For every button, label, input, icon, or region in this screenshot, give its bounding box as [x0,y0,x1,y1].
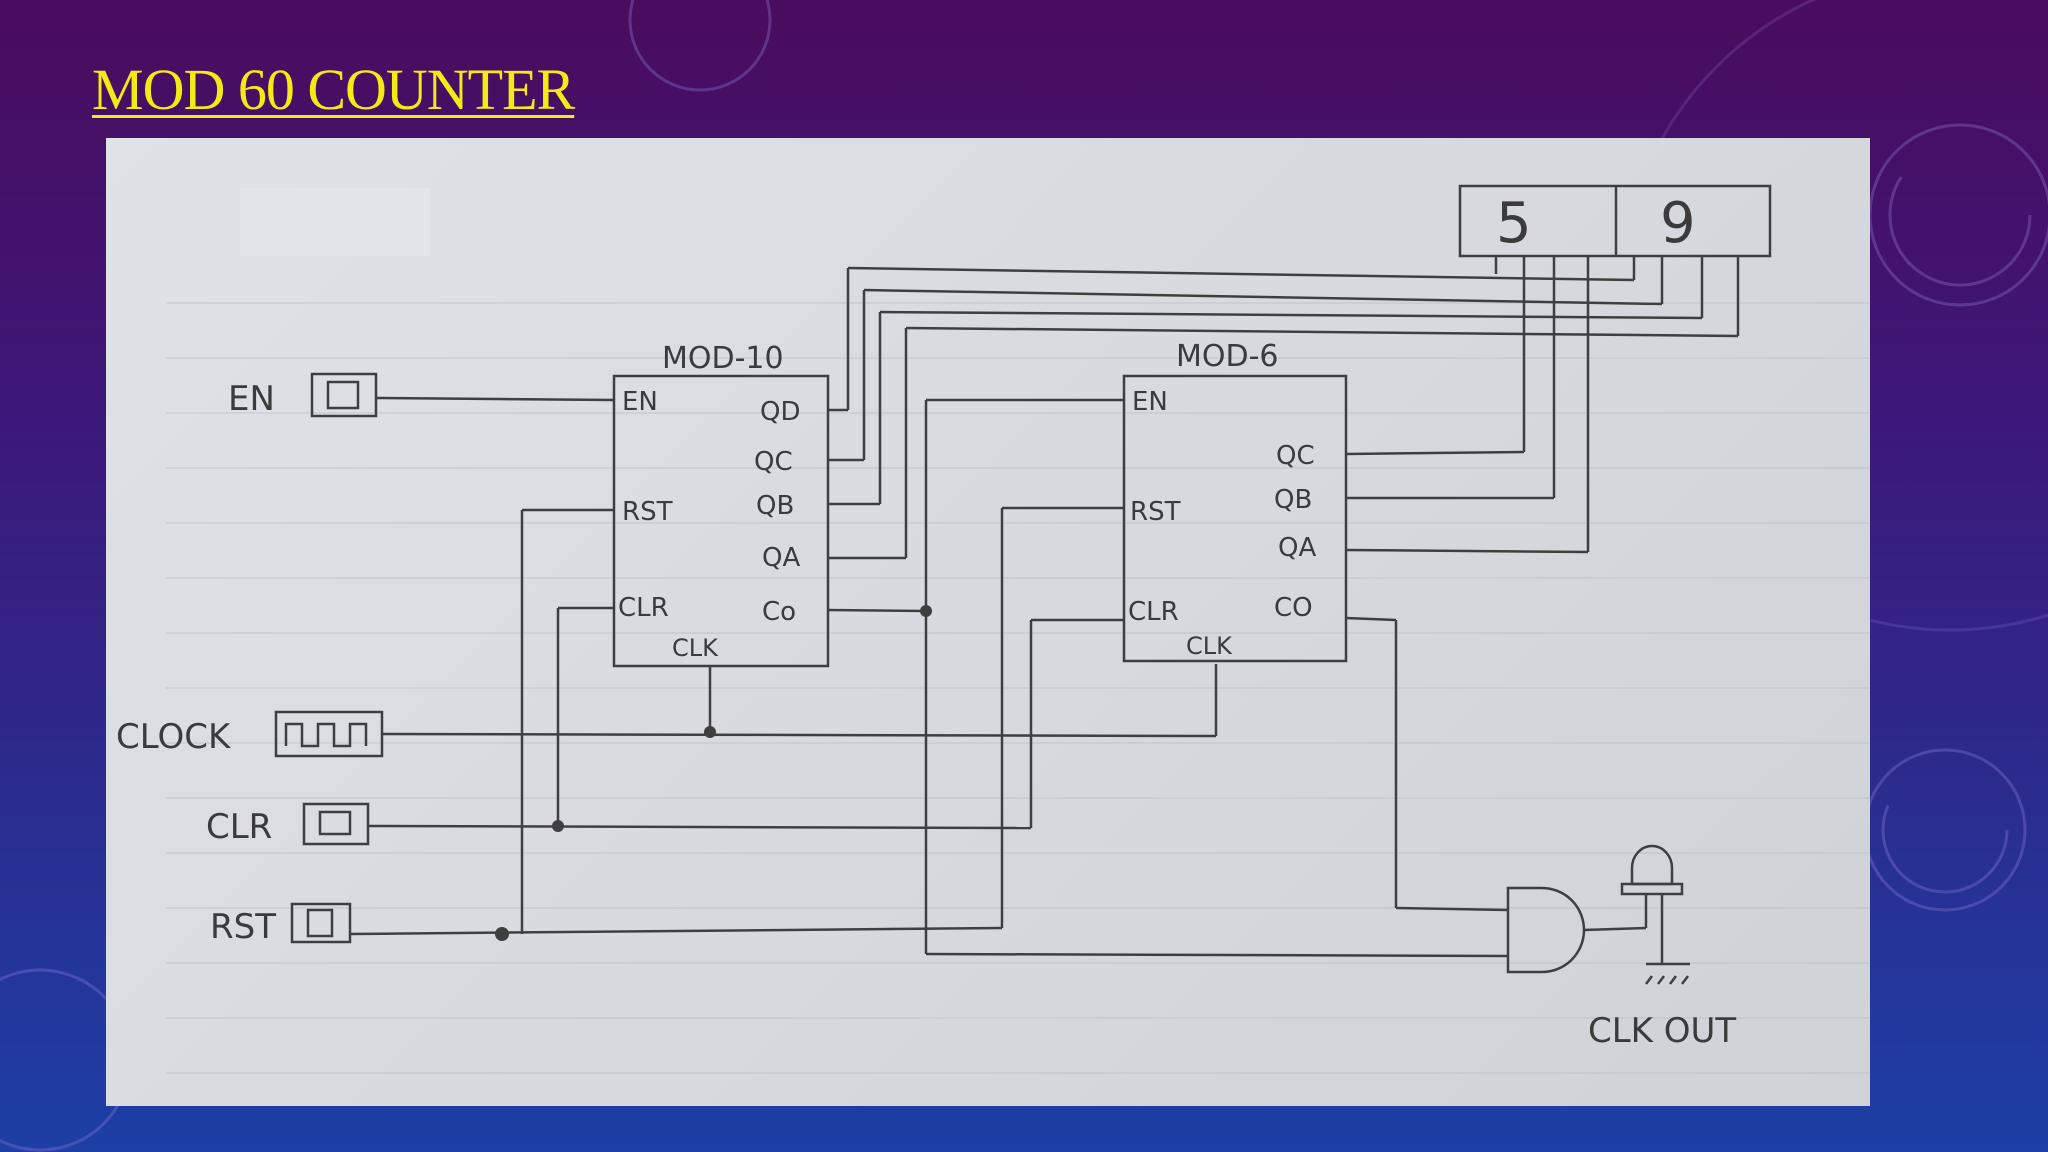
rst-input-label: RST [210,907,276,947]
en-input-label: EN [228,379,275,419]
notebook-lines [166,302,1870,1074]
mod10-pin-co: Co [762,597,796,627]
en-switch-box [310,372,378,418]
and-gate [1506,886,1586,974]
mod10-pin-clr: CLR [618,593,669,623]
mod6-block [1122,374,1348,663]
led-output [1630,844,1674,886]
slide-title: MOD 60 COUNTER [92,57,575,122]
mod6-pin-clk: CLK [1186,632,1233,660]
display-tens-digit: 5 [1496,191,1532,256]
mod10-pin-qb: QB [756,491,794,521]
circuit-photo: EN CLOCK CLR RST MOD-10 EN RST CLR CLK Q… [106,138,1870,1106]
mod10-pin-qd: QD [760,397,801,427]
mod6-pin-en: EN [1132,387,1168,417]
junction-dot [704,726,716,738]
mod6-title: MOD-6 [1176,339,1279,374]
clock-input-label: CLOCK [116,717,232,757]
mod10-pin-en: EN [622,387,658,417]
mod6-pin-clr: CLR [1128,597,1179,627]
junction-dot [495,927,509,941]
mod10-title: MOD-10 [662,341,784,376]
mod10-pin-qc: QC [754,447,793,477]
junction-dot [920,605,932,617]
mod10-pin-rst: RST [622,497,673,527]
mod6-pin-qc: QC [1276,441,1315,471]
junction-dot [552,820,564,832]
mod10-pin-qa: QA [762,543,800,573]
clk-out-label: CLK OUT [1588,1011,1736,1051]
mod10-block [612,374,830,668]
faded-box [240,188,430,256]
mod6-pin-qb: QB [1274,485,1312,515]
clr-switch-box [302,802,370,846]
mod10-pin-clk: CLK [672,634,719,662]
mod6-pin-qa: QA [1278,533,1316,563]
circuit-diagram: EN CLOCK CLR RST MOD-10 EN RST CLR CLK Q… [116,184,1870,1074]
display-units-digit: 9 [1660,191,1696,256]
mod6-pin-co: CO [1274,593,1313,623]
mod6-pin-rst: RST [1130,497,1181,527]
clr-input-label: CLR [206,807,272,847]
rst-switch-box [290,902,352,944]
